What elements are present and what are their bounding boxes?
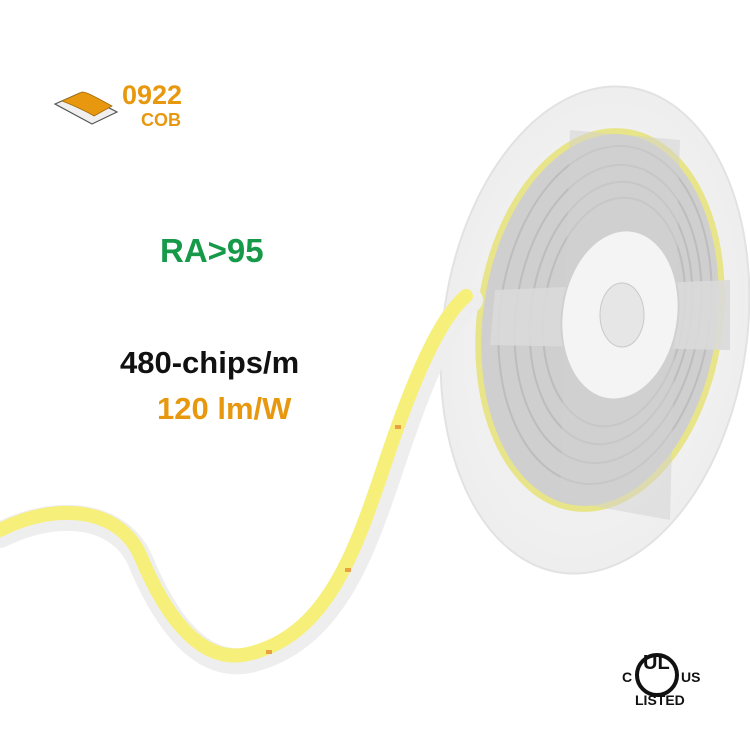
ul-mark: UL xyxy=(643,652,670,674)
led-strip xyxy=(0,289,473,663)
efficacy-label: 120 lm/W xyxy=(157,391,292,426)
ul-c-mark: C xyxy=(622,669,633,685)
ul-us-mark: US xyxy=(681,669,701,685)
chip-type: COB xyxy=(141,110,181,130)
ul-listed-logo xyxy=(635,653,679,697)
chip-code: 0922 xyxy=(122,80,183,110)
cob-chip-icon xyxy=(53,91,119,125)
ul-listed-text: LISTED xyxy=(635,692,685,708)
chip-density-label: 480-chips/m xyxy=(120,345,300,380)
color-rendering-label: RA>95 xyxy=(160,232,264,269)
